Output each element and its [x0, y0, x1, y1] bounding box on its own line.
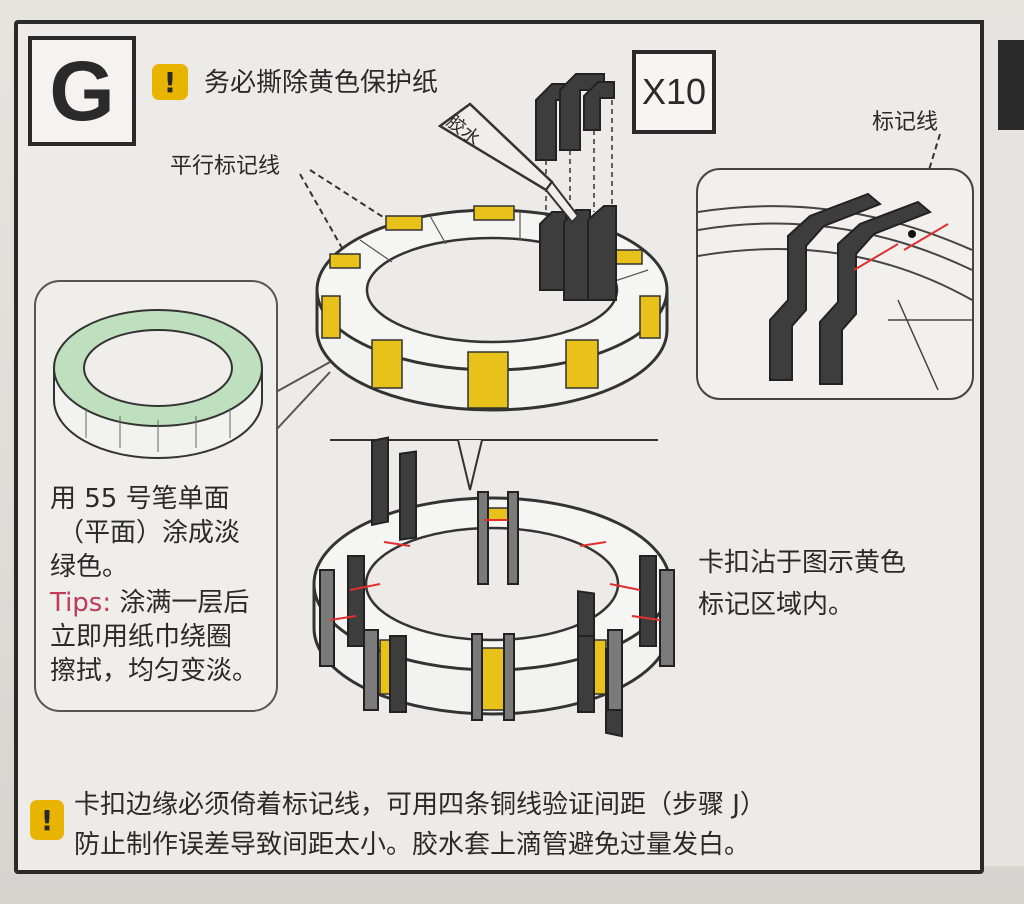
footer-line-1: 卡扣边缘必须倚着标记线，可用四条铜线验证间距（步骤 J）: [74, 788, 766, 822]
footer-exclamation-icon: !: [30, 800, 64, 840]
clip-placement-line-2: 标记区域内。: [698, 590, 854, 620]
footer-line-2: 防止制作误差导致间距太小。胶水套上滴管避免过量发白。: [74, 828, 750, 862]
clip-placement-line-1: 卡扣沾于图示黄色: [698, 548, 906, 578]
